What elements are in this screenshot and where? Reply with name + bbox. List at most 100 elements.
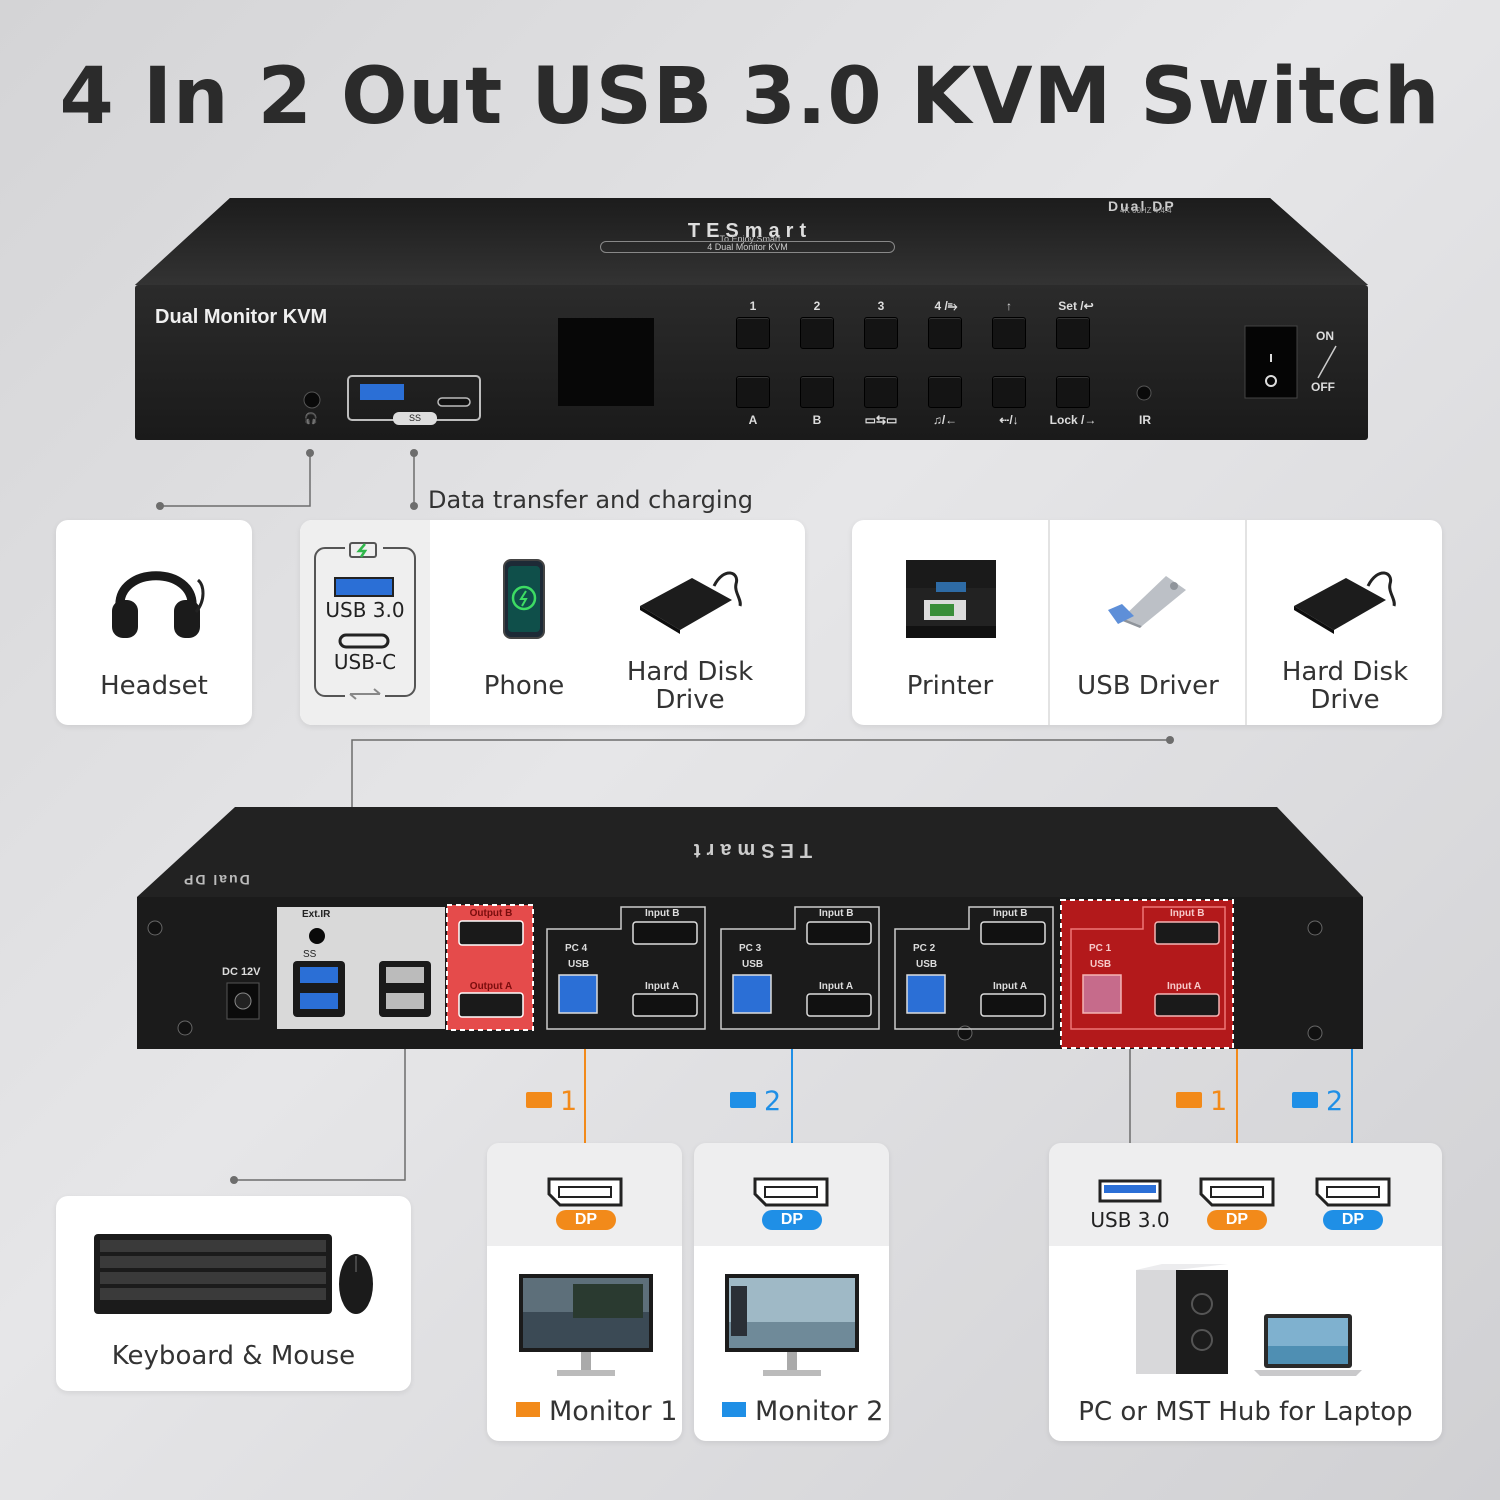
button-label-3: 3 (877, 299, 885, 313)
button-label-b: B (812, 413, 822, 427)
pc2-usb-label: USB (916, 959, 938, 970)
resolution-badge: 4K 60HZ 4:4:4 (1120, 206, 1172, 215)
displayport-icon (1199, 1177, 1275, 1207)
button-4[interactable] (928, 317, 962, 349)
pc2-input-b: Input B (993, 908, 1028, 919)
front-hdd-label: Hard Disk Drive (626, 657, 754, 715)
output-a-label: Output A (469, 981, 513, 992)
headset-card (56, 520, 252, 725)
monitor-2-label: Monitor 2 (755, 1396, 884, 1427)
pc2-label: PC 2 (911, 943, 938, 954)
monitor-legend-icon (722, 1402, 746, 1417)
front-usb3-label: USB 3.0 (325, 598, 405, 622)
dp-badge: DP (1207, 1210, 1267, 1230)
dual-dp-badge: Dual DP (1108, 198, 1176, 214)
button-label-set: Set /↩ (1058, 299, 1094, 313)
rear-hdd-label: Hard Disk Drive (1281, 657, 1409, 715)
headphone-jack-icon: 🎧 (304, 412, 318, 425)
ir-label: IR (1139, 413, 1151, 427)
keyboard-mouse-icon (94, 1234, 373, 1314)
button-a[interactable] (736, 376, 770, 408)
phone-label: Phone (483, 671, 565, 701)
divider (1048, 520, 1050, 725)
keyboard-mouse-label: Keyboard & Mouse (111, 1341, 356, 1371)
pc1-usb-label: USB (1090, 959, 1112, 970)
button-up[interactable] (992, 317, 1026, 349)
monitor-number: 1 (1210, 1086, 1228, 1117)
pc-usb-label: USB 3.0 (1090, 1208, 1170, 1232)
front-usbc-label: USB-C (333, 650, 397, 674)
hard-disk-icon (640, 571, 742, 634)
usb-superspeed-label: SS (393, 412, 437, 425)
pc1-label: PC 1 (1087, 943, 1114, 954)
button-usb[interactable] (992, 376, 1026, 408)
pc-tower-icon (1136, 1264, 1228, 1374)
button-label-audio: ♫/← (932, 413, 958, 427)
pc-card-label: PC or MST Hub for Laptop (1078, 1397, 1413, 1427)
output-b-label: Output B (469, 908, 513, 919)
pc1-input-b: Input B (1170, 908, 1205, 919)
pc4-input-b: Input B (645, 908, 680, 919)
pc1-input-a: Input A (1167, 981, 1202, 992)
kvm-rear-device (137, 807, 1363, 1049)
button-label-up: ↑ (1006, 299, 1012, 313)
button-label-hotkey: ▭⇆▭ (864, 413, 898, 427)
printer-label: Printer (906, 671, 994, 701)
button-label-1: 1 (749, 299, 757, 313)
phone-icon (503, 559, 545, 639)
pc3-usb-label: USB (742, 959, 764, 970)
button-2[interactable] (800, 317, 834, 349)
power-off-label: OFF (1311, 380, 1335, 394)
usb-port-icon (1098, 1179, 1162, 1203)
button-lock[interactable] (1056, 376, 1090, 408)
monitor-icon (1176, 1092, 1202, 1108)
usb-driver-label: USB Driver (1077, 671, 1219, 701)
button-3[interactable] (864, 317, 898, 349)
monitor-1-label: Monitor 1 (549, 1396, 678, 1427)
button-hotkey[interactable] (864, 376, 898, 408)
rear-ss-label: SS (303, 949, 317, 960)
dp-badge: DP (556, 1210, 616, 1230)
monitor-icon (519, 1274, 653, 1376)
button-label-usb: ⇠/↓ (999, 413, 1019, 427)
button-1[interactable] (736, 317, 770, 349)
monitor-icon (1292, 1092, 1318, 1108)
monitor-number: 2 (764, 1086, 782, 1117)
displayport-icon (753, 1177, 829, 1207)
pc2-input-a: Input A (993, 981, 1028, 992)
ext-ir-label: Ext.IR (302, 909, 331, 920)
brand-tagline: To Enjoy Smart (719, 234, 781, 244)
power-on-label: ON (1316, 329, 1334, 343)
callout-data-transfer: Data transfer and charging (428, 486, 754, 514)
dp-badge: DP (1323, 1210, 1383, 1230)
headset-icon (112, 571, 205, 638)
button-label-a: A (748, 413, 758, 427)
button-audio[interactable] (928, 376, 962, 408)
dp-badge: DP (762, 1210, 822, 1230)
button-b[interactable] (800, 376, 834, 408)
pc3-label: PC 3 (737, 943, 764, 954)
usb-drive-icon (1108, 576, 1186, 628)
button-label-4: 4 /⥱ (934, 299, 958, 313)
monitor-icon (725, 1274, 859, 1376)
button-label-2: 2 (813, 299, 821, 313)
monitor-number: 1 (560, 1086, 578, 1117)
hard-disk-icon (1294, 571, 1396, 634)
charging-port-illustration (314, 540, 416, 704)
monitor-legend-icon (516, 1402, 540, 1417)
rear-badge: Dual DP (182, 872, 250, 888)
displayport-icon (1315, 1177, 1391, 1207)
brand-subline: 4 Dual Monitor KVM (600, 241, 895, 253)
dc-power-label: DC 12V (222, 966, 261, 978)
printer-icon (906, 560, 996, 638)
pc4-label: PC 4 (563, 943, 590, 954)
model-label: Dual Monitor KVM (155, 306, 328, 328)
button-label-lock: Lock /→ (1049, 413, 1097, 427)
monitor-icon (730, 1092, 756, 1108)
divider (1245, 520, 1247, 725)
laptop-icon (1254, 1314, 1362, 1376)
monitor-icon (526, 1092, 552, 1108)
button-set[interactable] (1056, 317, 1090, 349)
page-title: 4 In 2 Out USB 3.0 KVM Switch (59, 52, 1441, 142)
rear-brand: TESmart (687, 839, 813, 861)
